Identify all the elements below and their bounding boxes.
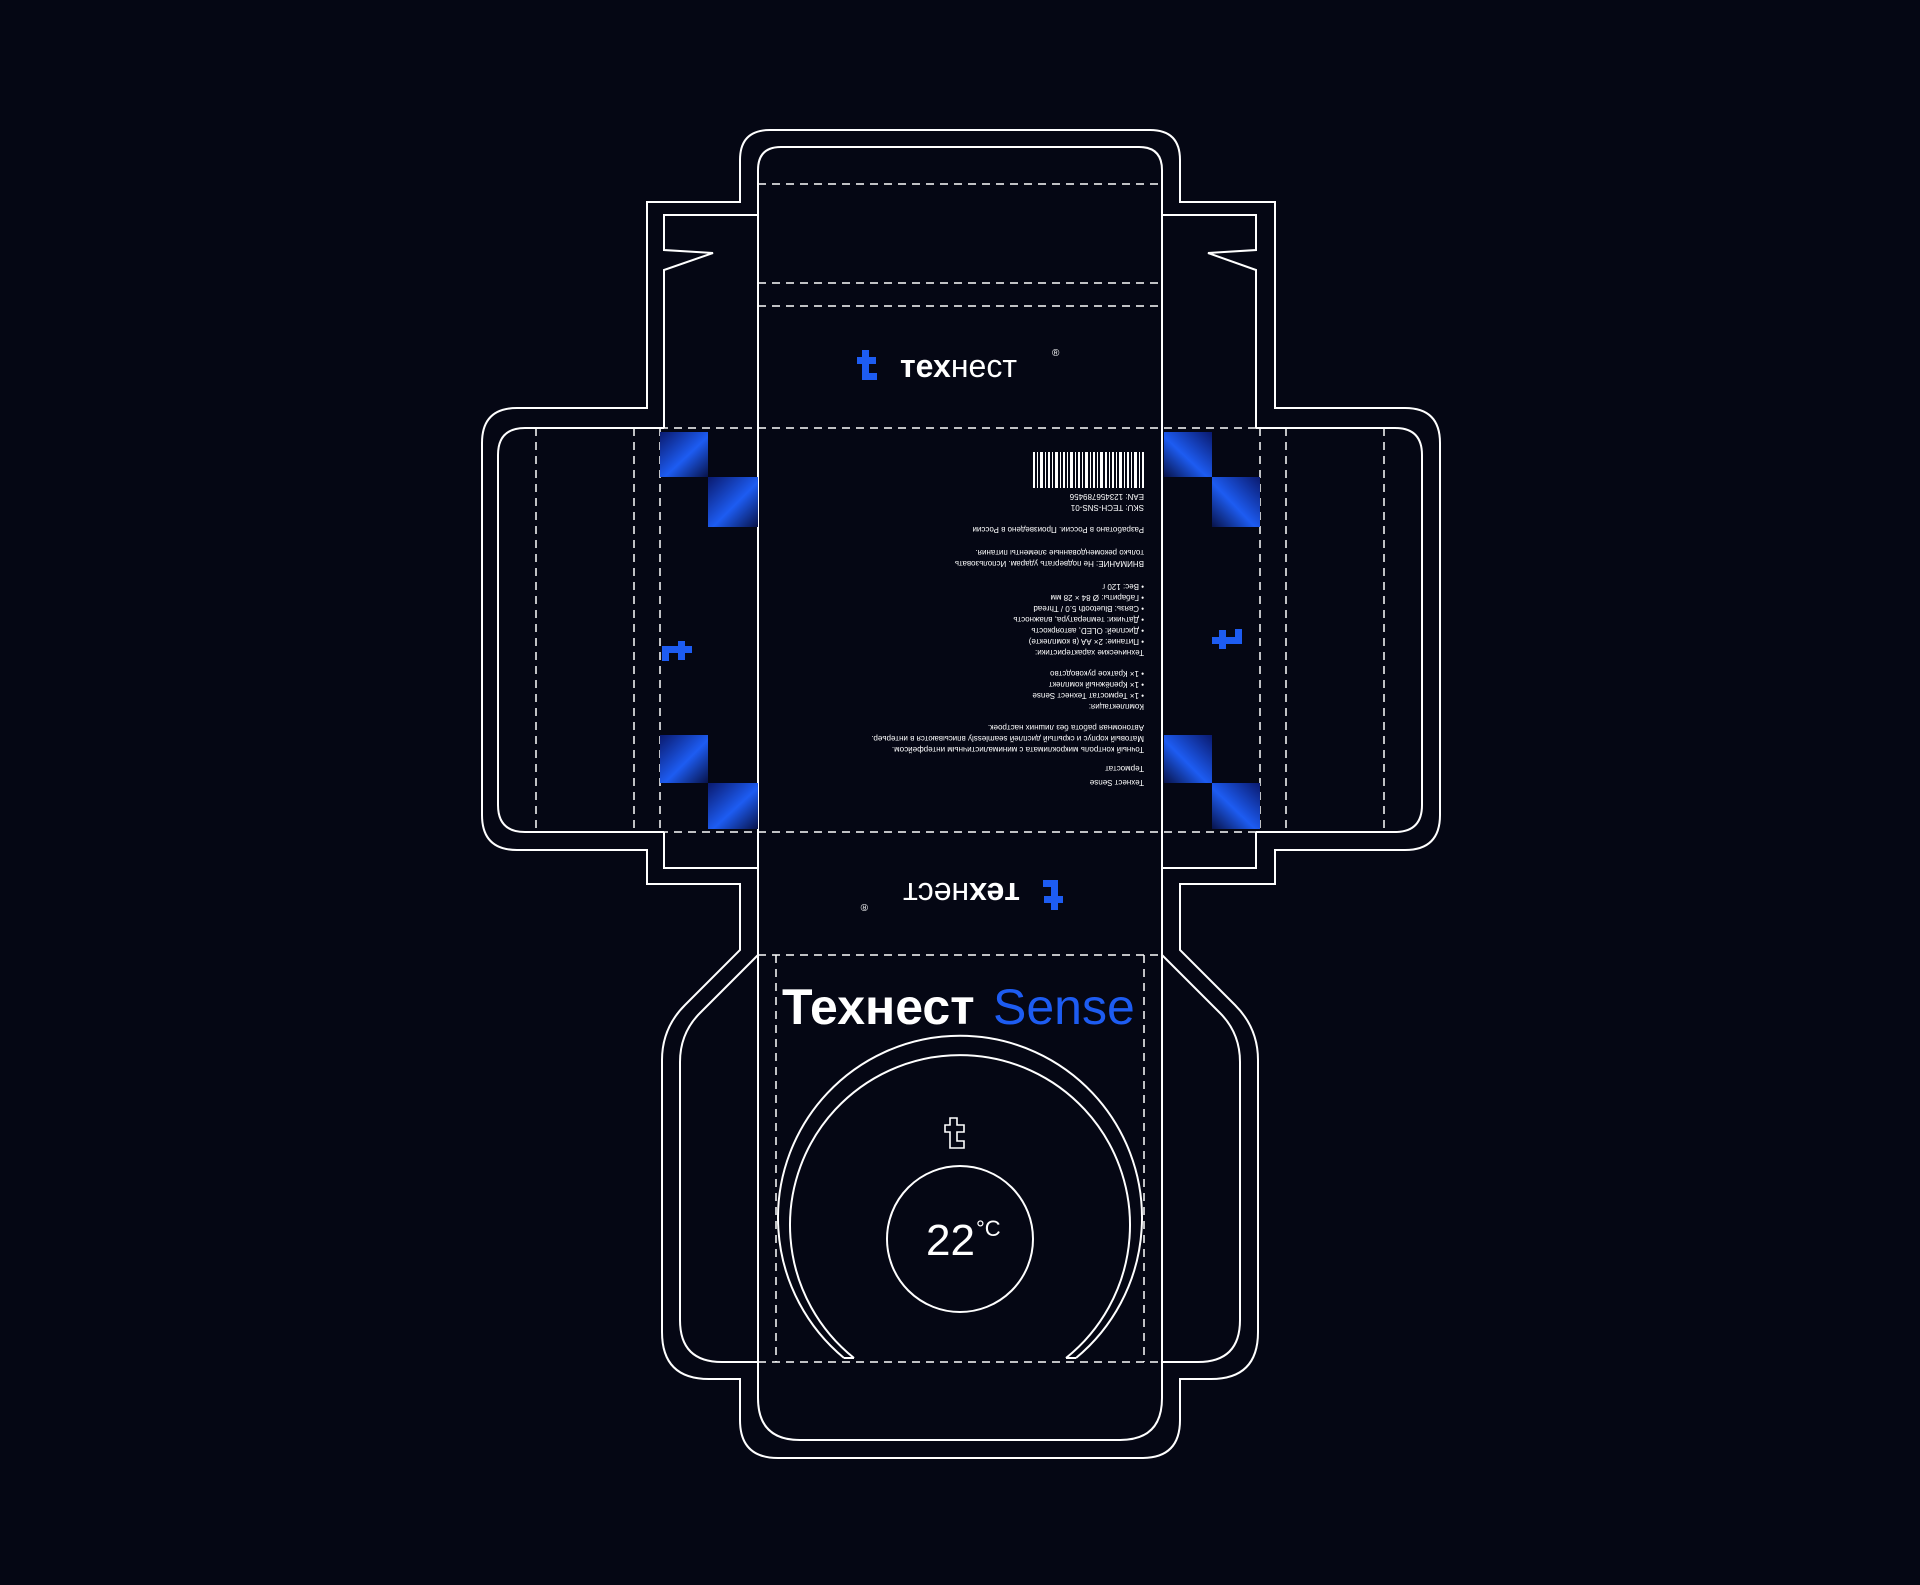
- brand-name-bold: тех: [969, 876, 1020, 912]
- contents-heading: Комплектация:: [1089, 702, 1144, 711]
- description-line: Автономная работа без лишних настроек.: [988, 723, 1144, 732]
- gradient-square-icon: [660, 432, 1260, 829]
- brand-name-regular: нест: [951, 348, 1017, 384]
- flipped-brand-logo: технест ®: [860, 876, 1063, 912]
- description-line: Точный контроль микроклимата с минималис…: [892, 745, 1144, 754]
- brand-t-icon: [1043, 880, 1063, 910]
- description-line: Матовый корпус и скрытый дисплей seamles…: [871, 734, 1144, 743]
- origin-text: Разработано в России. Произведено в Росс…: [972, 525, 1144, 534]
- contents-item: • 1× Крепёжный комплект: [1049, 680, 1144, 689]
- spec-item: • Датчики: температура, влажность: [1013, 615, 1144, 624]
- warning-line-1: ВНИМАНИЕ: Не подвергать ударам. Использо…: [955, 559, 1144, 568]
- contents-item: • 1× Термостат Технест Sense: [1032, 691, 1144, 700]
- temperature-value: 22: [926, 1216, 975, 1265]
- inner-cut-line: [497, 146, 1423, 1441]
- spec-item: • Связь: Bluetooth 5.0 / Thread: [1033, 604, 1144, 613]
- brand-t-icon: [662, 641, 692, 661]
- sku-code: SKU: TECH-SNS-01: [1070, 503, 1144, 512]
- brand-t-icon: [1212, 629, 1242, 649]
- barcode-icon: [1033, 452, 1144, 488]
- brand-t-icon: [944, 1117, 965, 1149]
- spec-item: • Питание: 2× AA (в комплекте): [1028, 637, 1144, 646]
- spec-item: • Дисплей: OLED, автояркость: [1031, 626, 1144, 635]
- warning-line-2: только рекомендованные элементы питания.: [975, 548, 1144, 557]
- specs-heading: Технические характеристики:: [1035, 648, 1144, 657]
- back-panel-info: EAN: 123456789456 SKU: TECH-SNS-01 Разра…: [871, 452, 1144, 787]
- registered-mark: ®: [860, 901, 868, 912]
- product-title-main: Технест: [782, 979, 975, 1035]
- product-title-accent: Sense: [993, 979, 1135, 1035]
- svg-text:технест: технест: [900, 348, 1017, 384]
- brand-name-bold: тех: [900, 348, 951, 384]
- outer-cut-line: [481, 129, 1441, 1459]
- spec-item: • Габариты: Ø 84 × 28 мм: [1050, 593, 1144, 602]
- thermostat-ring: [777, 1034, 1143, 1359]
- product-name: Технест Sense: [1089, 778, 1144, 787]
- spec-item: • Вес: 120 г: [1102, 582, 1144, 591]
- brand-t-icon: [857, 350, 877, 380]
- temperature-unit: °C: [976, 1216, 1001, 1241]
- thermostat-display: [886, 1165, 1034, 1313]
- svg-text:технест: технест: [903, 876, 1020, 912]
- ean-code: EAN: 123456789456: [1069, 492, 1144, 501]
- brand-name-regular: нест: [903, 876, 969, 912]
- registered-mark: ®: [1052, 348, 1060, 359]
- fold-lines: [535, 183, 1385, 1363]
- top-brand-logo: [857, 350, 877, 380]
- contents-item: • 1× Краткое руководство: [1050, 669, 1144, 678]
- product-type: Термостат: [1105, 764, 1144, 773]
